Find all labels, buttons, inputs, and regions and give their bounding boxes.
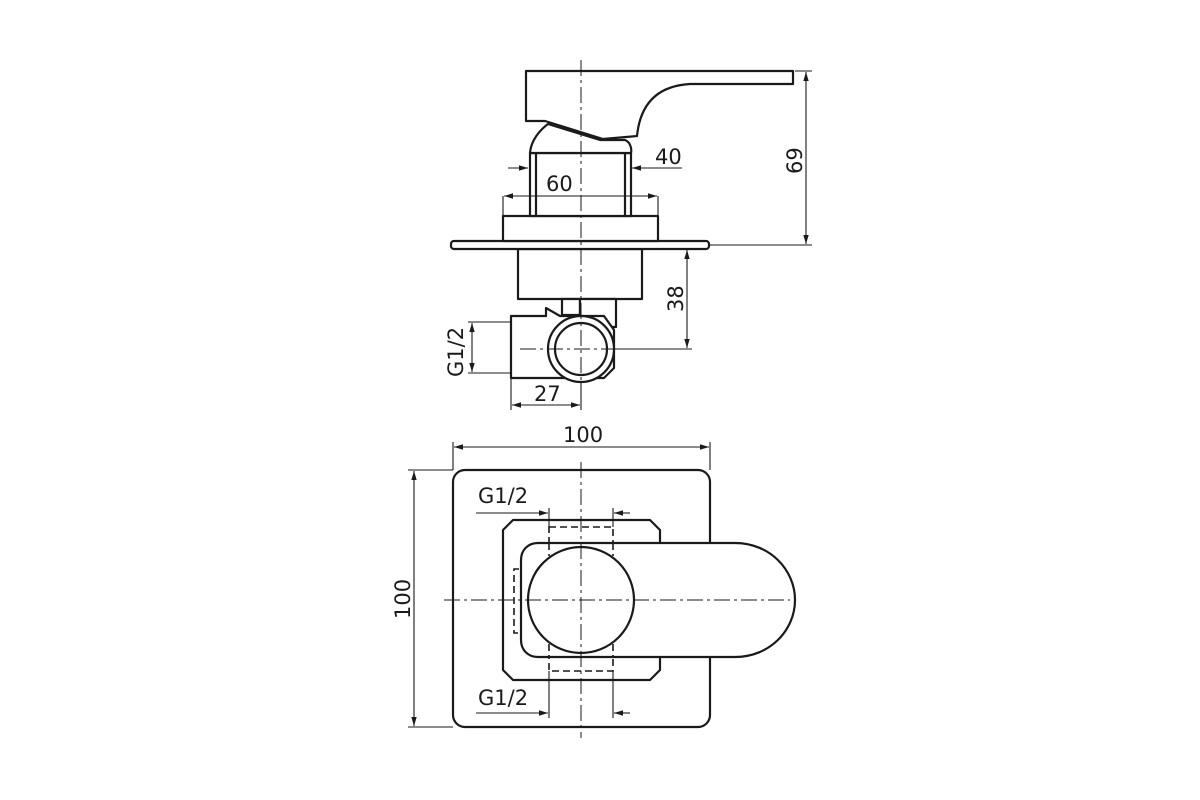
side-view: 40 60 69 38 G1/2 27 — [444, 60, 812, 410]
front-view: 100 100 G1/2 G1/2 — [391, 423, 797, 738]
handle-front — [519, 541, 797, 659]
dim-g12-side: G1/2 — [444, 327, 468, 377]
valve-stem-neck — [560, 297, 582, 317]
escutcheon — [501, 518, 662, 682]
spindle-collar — [528, 122, 633, 155]
wall-plate — [449, 239, 711, 251]
dim-27: 27 — [534, 382, 561, 406]
dim-69: 69 — [783, 147, 807, 174]
valve-body-upper — [516, 247, 644, 301]
g12-top-label: G1/2 — [478, 484, 528, 508]
lever-handle — [524, 69, 795, 141]
dim-60: 60 — [546, 172, 573, 196]
dim-100-width: 100 — [563, 423, 603, 447]
dim-100-height: 100 — [391, 579, 415, 619]
dim-40: 40 — [655, 145, 682, 169]
g12-bottom-label: G1/2 — [478, 686, 528, 710]
dim-38: 38 — [664, 285, 688, 312]
